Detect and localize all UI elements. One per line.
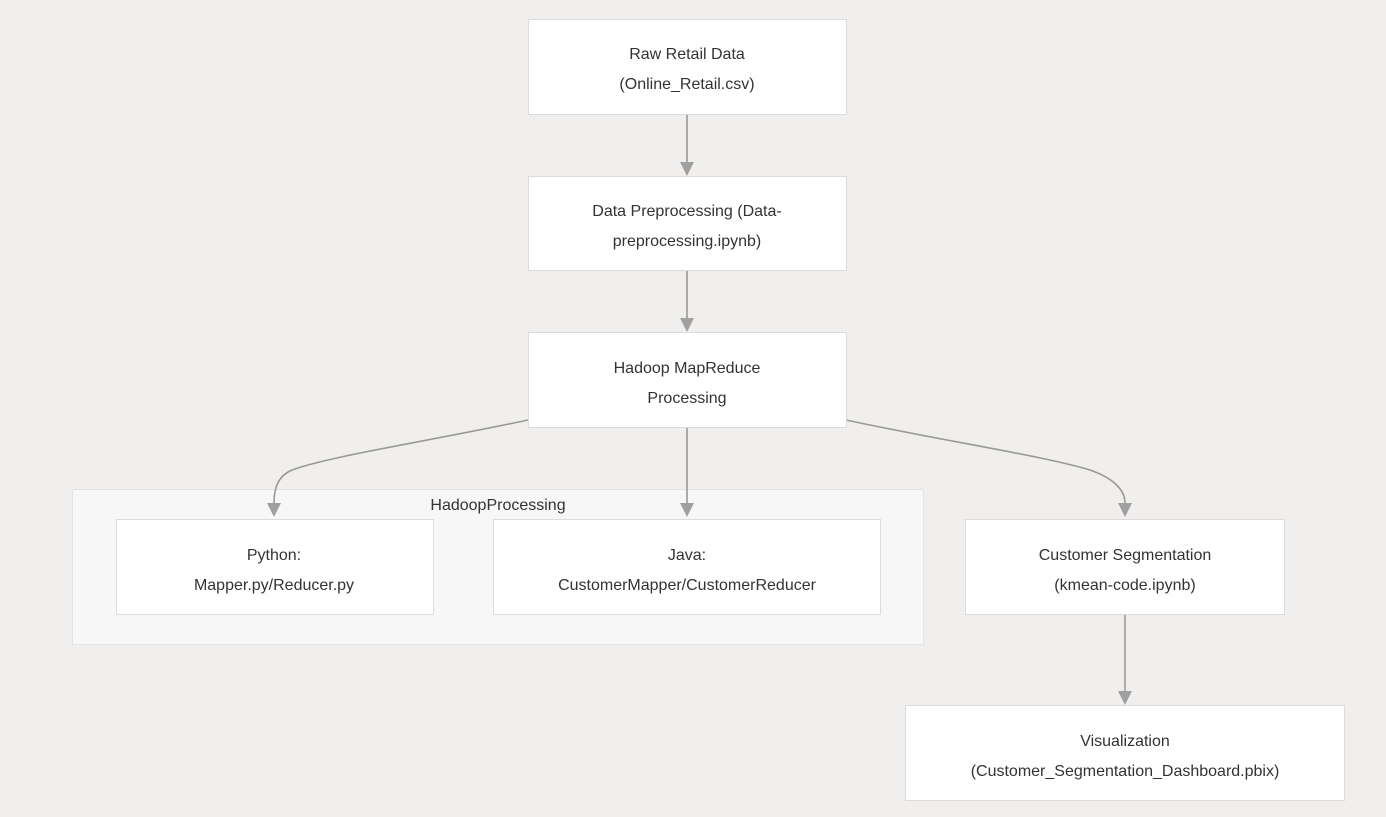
node-java-impl[interactable]: Java: CustomerMapper/CustomerReducer — [493, 519, 881, 615]
arrowhead-icon — [267, 503, 281, 517]
node-segmentation[interactable]: Customer Segmentation (kmean-code.ipynb) — [965, 519, 1285, 615]
edge-mapreduce-to-segmentation — [845, 419, 1132, 517]
node-raw-data[interactable]: Raw Retail Data (Online_Retail.csv) — [528, 19, 847, 115]
cluster-hadoop-processing-label: HadoopProcessing — [430, 497, 565, 514]
node-java-impl-label-line1: Java: — [668, 547, 706, 564]
node-python-impl[interactable]: Python: Mapper.py/Reducer.py — [116, 519, 434, 615]
node-visualization-label-line2: (Customer_Segmentation_Dashboard.pbix) — [971, 763, 1280, 780]
node-mapreduce-label-line1: Hadoop MapReduce — [614, 360, 761, 377]
node-segmentation-label-line1: Customer Segmentation — [1039, 547, 1212, 564]
node-java-impl-label-line2: CustomerMapper/CustomerReducer — [558, 577, 817, 594]
node-mapreduce[interactable]: Hadoop MapReduce Processing — [528, 332, 847, 428]
edge-mapreduce-to-python — [267, 419, 529, 517]
node-visualization-label-line1: Visualization — [1080, 733, 1170, 750]
node-preprocessing-label-line2: preprocessing.ipynb) — [613, 233, 762, 250]
edge-mapreduce-to-java — [680, 427, 694, 517]
edge-raw-data-to-preprocessing — [680, 114, 694, 176]
node-visualization-box[interactable] — [905, 705, 1345, 801]
arrowhead-icon — [680, 162, 694, 176]
edge-line — [273, 419, 529, 504]
node-mapreduce-label-line2: Processing — [647, 390, 726, 407]
node-raw-data-label-line2: (Online_Retail.csv) — [619, 76, 754, 93]
arrowhead-icon — [680, 318, 694, 332]
arrowhead-icon — [680, 503, 694, 517]
node-mapreduce-box[interactable] — [528, 332, 847, 428]
node-python-impl-label-line2: Mapper.py/Reducer.py — [194, 577, 354, 594]
arrowhead-icon — [1118, 503, 1132, 517]
edge-preprocessing-to-mapreduce — [680, 270, 694, 332]
node-raw-data-box[interactable] — [528, 19, 847, 115]
node-java-impl-box[interactable] — [493, 519, 881, 615]
arrowhead-icon — [1118, 691, 1132, 705]
node-segmentation-label-line2: (kmean-code.ipynb) — [1054, 577, 1195, 594]
node-python-impl-label-line1: Python: — [247, 547, 301, 564]
node-preprocessing[interactable]: Data Preprocessing (Data- preprocessing.… — [528, 176, 847, 271]
node-preprocessing-box[interactable] — [528, 176, 847, 271]
edge-line — [845, 419, 1126, 504]
node-raw-data-label-line1: Raw Retail Data — [629, 46, 745, 63]
edge-segmentation-to-visualization — [1118, 615, 1132, 705]
node-preprocessing-label-line1: Data Preprocessing (Data- — [592, 203, 781, 220]
node-segmentation-box[interactable] — [965, 519, 1285, 615]
node-visualization[interactable]: Visualization (Customer_Segmentation_Das… — [905, 705, 1345, 801]
node-python-impl-box[interactable] — [116, 519, 434, 615]
